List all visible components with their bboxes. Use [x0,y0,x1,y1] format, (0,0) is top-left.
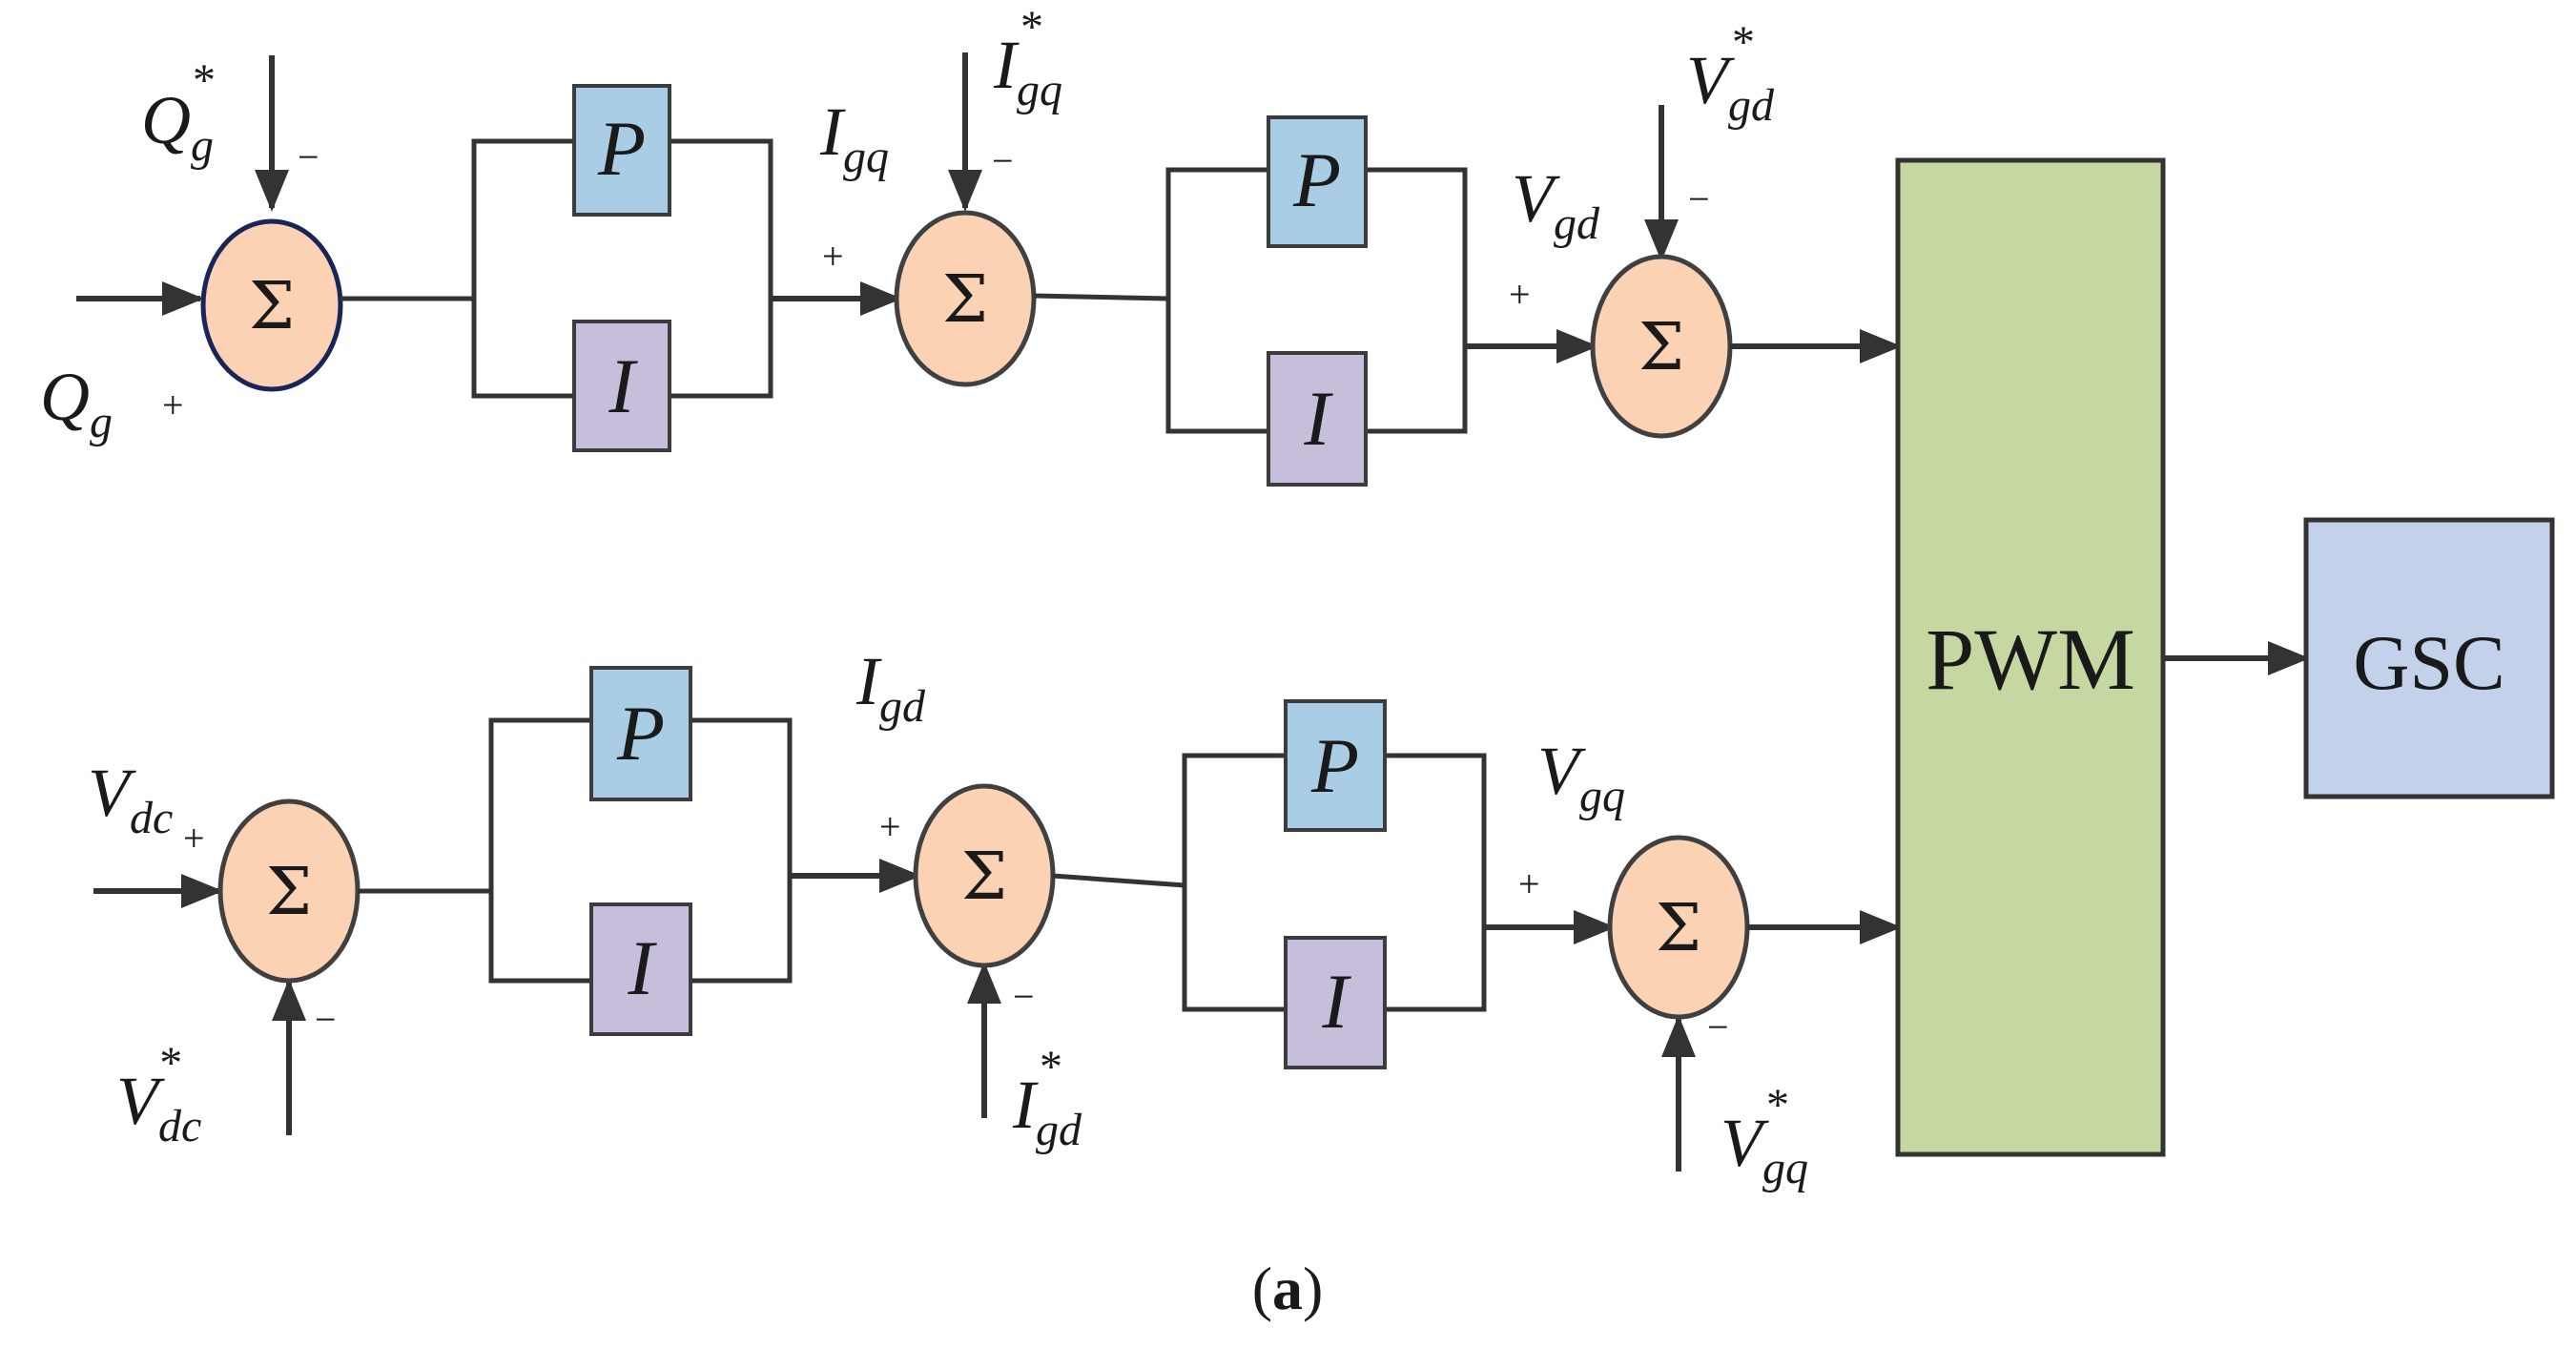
gsc-block [2303,517,2555,799]
label-qg: Qg [40,359,113,447]
sign-sum1-plus: + [162,384,184,426]
pi2-frame [1165,167,1268,299]
pi1-p-label: P [597,105,646,192]
label-igd-ref: Igd* [1012,1042,1082,1155]
sign-sum3-minus: − [1688,177,1710,220]
top-loop: Σ P I Σ P I Σ [76,52,1902,487]
sign-sum3-plus: + [1509,273,1531,316]
pi1-i-block [572,320,671,452]
sign-sum2-minus: − [992,139,1014,182]
summing-junction-1-symbol: Σ [249,269,295,344]
sign-sum4-plus: + [183,817,205,860]
pi4-i-label: I [1321,958,1351,1045]
pi3-p-label: P [616,690,665,777]
pi1-frame [471,138,574,299]
pi2-p-block [1267,115,1368,248]
sign-sum5-plus: + [879,805,901,848]
summing-junction-2 [894,210,1037,387]
summing-junction-1 [200,218,343,392]
pi4-p-label: P [1310,722,1359,809]
sign-sum1-minus: − [298,135,319,178]
pi4-i-block [1284,936,1387,1069]
pi3-frame [488,717,591,891]
sign-sum4-minus: − [315,998,337,1041]
sign-sum6-minus: − [1707,1006,1729,1048]
label-vgq: Vgq [1537,733,1625,821]
label-qg-ref: Qg* [141,55,216,171]
label-vgd-ref: Vgd* [1686,17,1775,131]
sign-sum2-plus: + [822,235,844,278]
wire-sum2-pi2 [1033,293,1169,301]
pi2-p-label: P [1292,136,1341,223]
label-igd: Igd [855,643,926,732]
pi4-frame [1182,753,1286,885]
summing-junction-6-symbol: Σ [1656,891,1701,966]
sign-sum6-plus: + [1518,862,1540,905]
pwm-label: PWM [1926,611,2135,708]
bottom-loop: Σ P I Σ P I Σ [93,666,1902,1172]
pi3-i-block [589,902,692,1036]
pwm-block [1895,157,2166,1157]
pi2-i-block [1267,351,1368,487]
summing-junction-3-symbol: Σ [1638,310,1684,385]
pi1-p-block [572,84,671,217]
pi2-i-label: I [1303,375,1333,462]
label-vdc: Vdc [88,755,173,843]
label-vgq-ref: Vgq* [1721,1080,1808,1193]
pi3-p-block [589,666,692,801]
summing-junction-2-symbol: Σ [942,262,988,338]
label-vdc-ref: Vdc* [116,1038,201,1151]
label-vgd: Vgd [1512,160,1600,249]
pi3-i-label: I [627,924,657,1011]
pi4-p-block [1284,699,1387,832]
pi1-i-label: I [608,342,638,429]
label-igq: Igq [819,93,889,182]
summing-junction-5-symbol: Σ [961,840,1007,915]
sign-sum5-minus: − [1013,975,1035,1018]
summing-junction-4-symbol: Σ [266,855,312,930]
gsc-label: GSC [2353,619,2505,706]
wire-sum5-pi4 [1052,873,1185,888]
label-igq-ref: Igq* [993,2,1062,115]
figure-caption: (a) [1252,1255,1324,1322]
